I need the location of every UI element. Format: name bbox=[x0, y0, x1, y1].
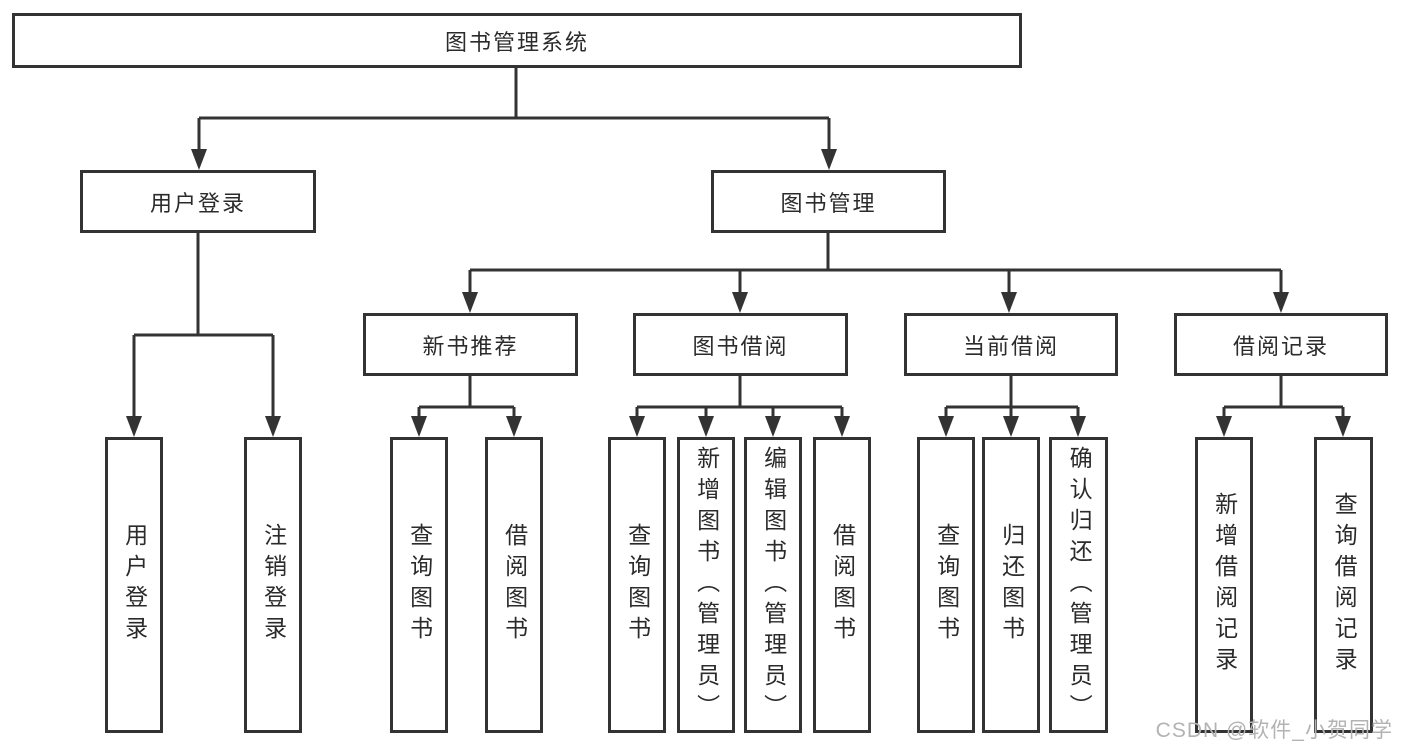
arrowhead bbox=[821, 149, 837, 170]
leaf-confirm-return-admin: 确认归还（管理员） bbox=[1049, 437, 1108, 733]
leaf-borrow-books-label: 借阅图书 bbox=[829, 523, 856, 647]
connector-user-login-children bbox=[126, 233, 281, 437]
leaf-edit-books-admin: 编辑图书（管理员） bbox=[744, 437, 802, 733]
leaf-borrow-books-rec: 借阅图书 bbox=[485, 437, 543, 733]
leaf-query-books-borrow-label: 查询图书 bbox=[624, 523, 651, 647]
arrowhead bbox=[411, 416, 427, 437]
arrowhead bbox=[1216, 416, 1232, 437]
leaf-logout-label: 注销登录 bbox=[260, 523, 287, 647]
leaf-add-borrow-record-label: 新增借阅记录 bbox=[1211, 492, 1238, 678]
leaf-query-books-current: 查询图书 bbox=[917, 437, 975, 733]
node-borrow-records-label: 借阅记录 bbox=[1232, 333, 1329, 359]
arrowhead bbox=[834, 416, 850, 437]
node-book-borrow-label: 图书借阅 bbox=[692, 333, 789, 359]
arrowhead bbox=[126, 416, 142, 437]
leaf-add-books-admin-label: 新增图书（管理员） bbox=[693, 445, 720, 725]
leaf-add-books-admin: 新增图书（管理员） bbox=[677, 437, 735, 733]
connector-book-mgmt-children bbox=[462, 233, 1289, 313]
leaf-confirm-return-admin-label: 确认归还（管理员） bbox=[1066, 445, 1093, 725]
node-current-borrow: 当前借阅 bbox=[904, 313, 1118, 376]
node-root: 图书管理系统 bbox=[12, 13, 1022, 68]
node-book-borrow: 图书借阅 bbox=[633, 313, 848, 376]
leaf-query-borrow-record-label: 查询借阅记录 bbox=[1331, 492, 1358, 678]
node-user-login-label: 用户登录 bbox=[149, 190, 246, 216]
leaf-user-login: 用户登录 bbox=[105, 437, 163, 733]
arrowhead bbox=[732, 292, 748, 313]
arrowhead bbox=[191, 149, 207, 170]
leaf-edit-books-admin-label: 编辑图书（管理员） bbox=[760, 445, 787, 725]
node-current-borrow-label: 当前借阅 bbox=[962, 333, 1059, 359]
leaf-add-borrow-record: 新增借阅记录 bbox=[1195, 437, 1253, 733]
node-book-mgmt: 图书管理 bbox=[711, 170, 946, 233]
arrowhead bbox=[1335, 416, 1351, 437]
arrowhead bbox=[1001, 292, 1017, 313]
leaf-return-books-label: 归还图书 bbox=[998, 523, 1025, 647]
connector-current-borrow-children bbox=[938, 376, 1086, 437]
leaf-user-login-label: 用户登录 bbox=[121, 523, 148, 647]
arrowhead bbox=[506, 416, 522, 437]
arrowhead bbox=[1273, 292, 1289, 313]
leaf-return-books: 归还图书 bbox=[982, 437, 1040, 733]
node-root-label: 图书管理系统 bbox=[444, 29, 589, 55]
node-new-book-rec: 新书推荐 bbox=[363, 313, 578, 376]
leaf-borrow-books-rec-label: 借阅图书 bbox=[501, 523, 528, 647]
arrowhead bbox=[765, 416, 781, 437]
arrowhead bbox=[1003, 416, 1019, 437]
watermark: CSDN @软件_小贺同学 bbox=[1155, 719, 1393, 742]
arrowhead bbox=[698, 416, 714, 437]
leaf-logout: 注销登录 bbox=[244, 437, 302, 733]
connector-book-borrow-children bbox=[629, 376, 850, 437]
arrowhead bbox=[1070, 416, 1086, 437]
leaf-borrow-books: 借阅图书 bbox=[813, 437, 871, 733]
arrowhead bbox=[938, 416, 954, 437]
node-borrow-records: 借阅记录 bbox=[1174, 313, 1388, 376]
leaf-query-books-rec-label: 查询图书 bbox=[406, 523, 433, 647]
connector-root-to-level2 bbox=[191, 68, 837, 170]
leaf-query-books-borrow: 查询图书 bbox=[608, 437, 666, 733]
leaf-query-books-rec: 查询图书 bbox=[390, 437, 448, 733]
arrowhead bbox=[629, 416, 645, 437]
node-book-mgmt-label: 图书管理 bbox=[780, 190, 877, 216]
node-new-book-rec-label: 新书推荐 bbox=[422, 333, 519, 359]
node-user-login: 用户登录 bbox=[80, 170, 316, 233]
arrowhead bbox=[462, 292, 478, 313]
connector-new-book-rec-children bbox=[411, 376, 522, 437]
arrowhead bbox=[265, 416, 281, 437]
leaf-query-borrow-record: 查询借阅记录 bbox=[1314, 437, 1373, 733]
leaf-query-books-current-label: 查询图书 bbox=[933, 523, 960, 647]
connector-borrow-records-children bbox=[1216, 376, 1351, 437]
